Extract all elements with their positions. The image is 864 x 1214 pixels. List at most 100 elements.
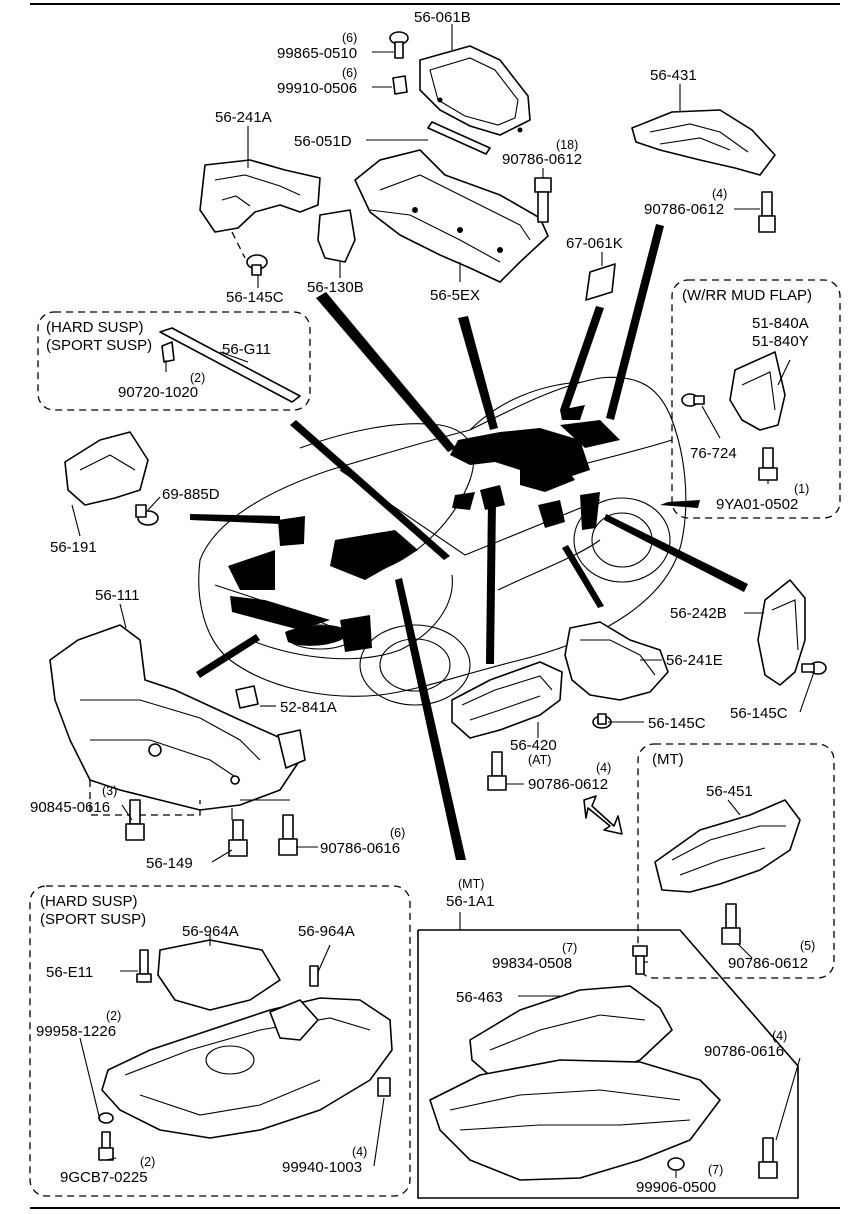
label-56-420: 56-420 [510, 737, 557, 754]
part-56-242B-shape [757, 579, 806, 686]
qty-9GCB7-0225: (2) [140, 1155, 155, 1169]
clip-56-145C-top [246, 254, 268, 276]
qty-90786-0612-right: (4) [712, 187, 727, 201]
part-56-1A1-shape [429, 1059, 721, 1181]
leader-lines [71, 24, 815, 1178]
bolt-90786-0612-mt [721, 903, 741, 945]
label-56-964A-right: 56-964A [298, 923, 355, 940]
label-56-964A-left: 56-964A [182, 923, 239, 940]
part-56-G11-shape [159, 327, 301, 403]
part-56-051D-shape [427, 121, 491, 155]
clip-56-145C-right [801, 661, 827, 675]
double-arrow-icon [583, 795, 623, 835]
note-hard-susp-top: (HARD SUSP) [46, 319, 144, 336]
note-sport-susp-bottom: (SPORT SUSP) [40, 911, 146, 928]
car-highlighted-parts [228, 405, 620, 652]
part-56-431-shape [631, 109, 776, 176]
label-56-149: 56-149 [146, 855, 193, 872]
bolt-90786-0612-top [534, 177, 552, 223]
label-99958-1226: 99958-1226 [36, 1023, 116, 1040]
part-56-130B-shape [317, 209, 356, 263]
qty-90786-0616-right: (4) [772, 1029, 787, 1043]
label-56-E11: 56-E11 [46, 964, 93, 981]
bolt-90845-0616 [125, 799, 145, 841]
qty-90845-0616: (3) [102, 784, 117, 798]
car-body-outline [198, 376, 687, 706]
label-56-145C-middle: 56-145C [648, 715, 706, 732]
label-56-241A: 56-241A [215, 109, 272, 126]
label-90845-0616: 90845-0616 [30, 799, 110, 816]
qty-56-420-at: (AT) [528, 753, 551, 767]
label-56-111: 56-111 [95, 587, 139, 604]
qty-90786-0612-mt: (5) [800, 939, 815, 953]
bolt-90786-0612-at [487, 751, 507, 791]
label-76-724: 76-724 [690, 445, 737, 462]
bolt-9GCB7-0225 [98, 1112, 114, 1161]
label-56-241E: 56-241E [666, 652, 723, 669]
label-56-451: 56-451 [706, 783, 753, 800]
part-56-241A-shape [199, 159, 321, 259]
label-90786-0612-top: 90786-0612 [502, 151, 582, 168]
label-56-145C-right: 56-145C [730, 705, 788, 722]
part-56-E11-shape [101, 997, 393, 1139]
qty-99940-1003: (4) [352, 1145, 367, 1159]
qty-99910-0506: (6) [342, 66, 357, 80]
part-56-964A-right-shape [269, 999, 319, 1041]
qty-90786-0616-left: (6) [390, 826, 405, 840]
label-56-145C-top: 56-145C [226, 289, 284, 306]
label-99910-0506: 99910-0506 [277, 80, 357, 97]
label-9GCB7-0225: 9GCB7-0225 [60, 1169, 148, 1186]
hard-susp-box-bottom [29, 885, 411, 1197]
part-56-420-shape [451, 661, 563, 739]
label-99906-0500: 99906-0500 [636, 1179, 716, 1196]
nut-99910-0506 [392, 75, 408, 95]
mt-box-bottom [417, 929, 799, 1199]
qty-90786-0612-top: (18) [556, 138, 578, 152]
label-51-840A: 51-840A [752, 315, 809, 332]
nut-99940-1003 [377, 1077, 391, 1097]
bolt-90786-0616-left [278, 814, 298, 856]
part-67-061K-shape [585, 263, 616, 301]
part-56-241E-shape [564, 621, 669, 701]
part-56-191-shape [64, 431, 149, 506]
label-56-242B: 56-242B [670, 605, 727, 622]
label-90786-0612-mt: 90786-0612 [728, 955, 808, 972]
bolt-90786-0616-right [758, 1137, 778, 1179]
part-56-451-shape [654, 799, 801, 893]
qty-99865-0510: (6) [342, 31, 357, 45]
label-56-G11: 56-G11 [222, 341, 271, 358]
note-mt-bottom: (MT) [458, 877, 484, 891]
part-56-111-shape [49, 624, 301, 816]
label-99865-0510: 99865-0510 [277, 45, 357, 62]
bracket-52-841A [235, 685, 306, 769]
part-56-964A-left-shape [157, 939, 281, 1011]
label-56-130B: 56-130B [307, 279, 364, 296]
label-56-061B: 56-061B [414, 9, 471, 26]
label-90786-0616-right: 90786-0616 [704, 1043, 784, 1060]
qty-90786-0612-at: (4) [596, 761, 611, 775]
mud-flap-box [671, 279, 841, 519]
part-56-061B-shape [419, 45, 531, 136]
bolt-99834-0508 [632, 945, 648, 975]
clip-56-145C-middle [592, 713, 612, 729]
label-90786-0612-at: 90786-0612 [528, 776, 608, 793]
label-52-841A: 52-841A [280, 699, 337, 716]
qty-9YA01-0502: (1) [794, 482, 809, 496]
clip-69-885D [135, 504, 159, 526]
label-9YA01-0502: 9YA01-0502 [716, 496, 798, 513]
label-56-191: 56-191 [50, 539, 97, 556]
label-56-431: 56-431 [650, 67, 697, 84]
nut-99906-0500 [667, 1157, 685, 1171]
label-90786-0616-left: 90786-0616 [320, 840, 400, 857]
bolt-9YA01-0502 [758, 447, 778, 481]
qty-99906-0500: (7) [708, 1163, 723, 1177]
qty-99834-0508: (7) [562, 941, 577, 955]
label-51-840Y: 51-840Y [752, 333, 809, 350]
label-56-5EX: 56-5EX [430, 287, 480, 304]
label-56-463: 56-463 [456, 989, 503, 1006]
pointer-wedges [190, 224, 748, 860]
label-56-1A1: 56-1A1 [446, 893, 494, 910]
note-mt-right: (MT) [652, 751, 684, 768]
label-99834-0508: 99834-0508 [492, 955, 572, 972]
